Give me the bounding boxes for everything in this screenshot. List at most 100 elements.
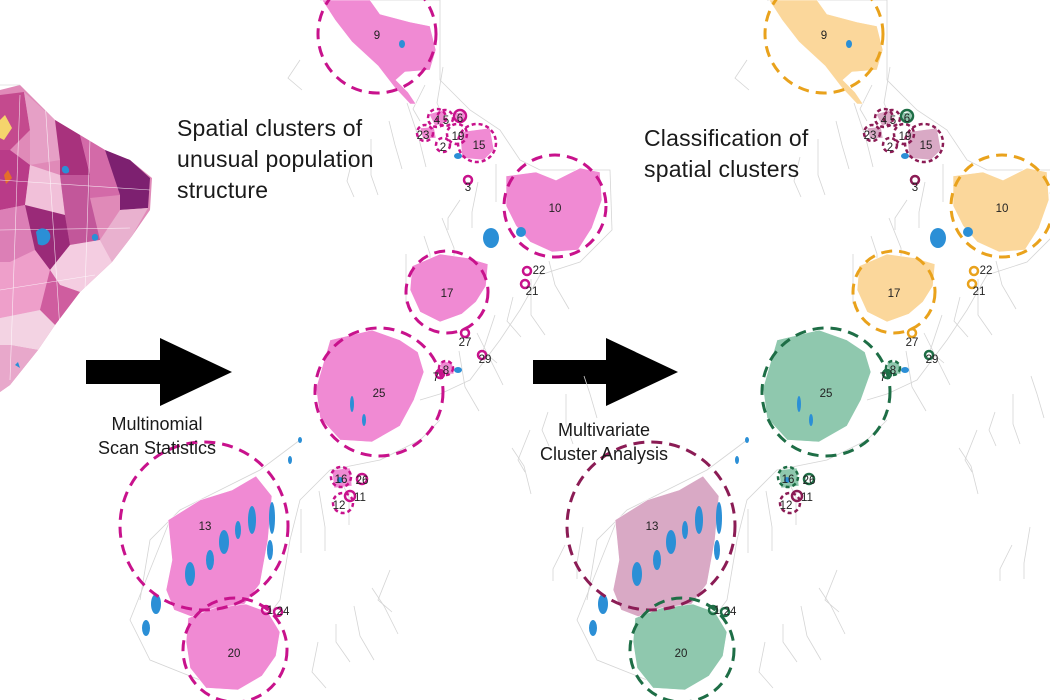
classification-map-title-line-1: Classification of	[644, 125, 809, 151]
cluster-label-16: 16	[782, 474, 795, 486]
method-label-cluster-line-1: Multivariate	[557, 420, 651, 440]
cluster-circle-15	[903, 122, 945, 164]
cluster-circle-16	[329, 465, 353, 489]
district-line	[412, 84, 426, 122]
lake	[632, 562, 642, 586]
cluster-label-7: 7	[433, 372, 439, 384]
cluster-label-10: 10	[549, 203, 562, 215]
district-line	[894, 199, 908, 230]
lake	[695, 506, 703, 534]
cluster-circle-24	[272, 606, 284, 618]
district-line	[565, 394, 574, 445]
cluster-circle-24	[719, 606, 731, 618]
cluster-circle-3	[462, 174, 474, 186]
cluster-label-12: 12	[333, 500, 346, 512]
lake	[901, 153, 909, 159]
cluster-region-17	[856, 253, 936, 323]
scan-map-title: Spatial clusters of unusual population s…	[177, 113, 374, 206]
cluster-label-13: 13	[199, 521, 212, 533]
district-line	[818, 587, 846, 635]
cluster-region-20	[632, 603, 728, 691]
lake	[235, 521, 241, 539]
island-outline	[129, 419, 441, 681]
island-outline	[576, 419, 888, 681]
lake	[248, 506, 256, 534]
cluster-label-19: 19	[452, 131, 465, 143]
cluster-circle-17	[404, 249, 490, 335]
lake	[206, 550, 214, 570]
cluster-circle-20	[628, 596, 736, 700]
cluster-circle-2	[434, 136, 452, 154]
cluster-region-10	[505, 167, 603, 253]
lake	[716, 502, 722, 534]
scan-map-title-line-3: structure	[177, 177, 269, 203]
cluster-circle-8	[437, 359, 455, 377]
cluster-label-2: 2	[887, 142, 893, 154]
district-line	[988, 411, 997, 447]
cluster-label-21: 21	[526, 286, 539, 298]
cluster-label-19: 19	[899, 131, 912, 143]
district-line	[311, 641, 327, 689]
cluster-circle-5	[882, 108, 902, 128]
cluster-circle-13	[118, 440, 290, 612]
lake	[735, 456, 739, 464]
cluster-circle-9	[763, 0, 885, 95]
cluster-label-1: 1	[714, 605, 720, 617]
cluster-circle-5	[435, 108, 455, 128]
district-line	[447, 199, 461, 230]
lake	[745, 437, 749, 443]
cluster-region-25	[315, 329, 425, 443]
district-line	[835, 120, 850, 170]
island-outline	[320, 0, 613, 401]
cluster-circle-17	[851, 249, 937, 335]
lake	[682, 521, 688, 539]
cluster-circle-1	[707, 604, 719, 616]
lake	[846, 40, 852, 48]
cluster-label-11: 11	[354, 492, 366, 504]
cluster-label-1: 1	[267, 605, 273, 617]
cluster-label-8: 8	[443, 365, 449, 377]
district-line	[377, 569, 393, 613]
cluster-region-10	[952, 167, 1050, 253]
lake	[399, 40, 405, 48]
district-line	[506, 296, 522, 338]
cluster-label-2: 2	[440, 142, 446, 154]
cluster-circle-21	[966, 278, 978, 290]
district-line	[734, 59, 750, 91]
cluster-circle-20	[181, 596, 289, 700]
district-line	[953, 296, 969, 338]
cluster-label-15: 15	[473, 140, 486, 152]
cluster-circle-2	[881, 136, 899, 154]
cluster-label-7: 7	[880, 372, 886, 384]
cluster-label-3: 3	[912, 182, 918, 194]
cluster-circle-27	[459, 327, 471, 339]
cluster-circle-29	[476, 349, 488, 361]
cluster-label-5: 5	[443, 115, 449, 127]
cluster-circle-25	[760, 326, 892, 458]
district-line	[406, 102, 427, 168]
district-line	[287, 59, 303, 91]
cluster-label-12: 12	[780, 500, 793, 512]
lake	[151, 594, 161, 614]
cluster-circle-10	[949, 153, 1050, 259]
lake	[589, 620, 597, 636]
method-label-cluster-line-2: Cluster Analysis	[539, 444, 669, 464]
lake	[267, 540, 273, 560]
cluster-region-25	[762, 329, 872, 443]
cluster-circle-6	[899, 108, 915, 124]
cluster-label-16: 16	[335, 474, 348, 486]
district-line	[583, 375, 598, 419]
district-line	[824, 569, 840, 613]
cluster-label-25: 25	[820, 388, 833, 400]
cluster-label-20: 20	[675, 648, 688, 660]
cluster-region-15	[906, 127, 942, 161]
cluster-circle-21	[519, 278, 531, 290]
lake	[516, 227, 526, 237]
cluster-circle-16	[776, 465, 800, 489]
cluster-circle-25	[313, 326, 445, 458]
district-line	[552, 544, 566, 581]
classification-map-title-line-2: spatial clusters	[644, 156, 800, 182]
cluster-circle-23	[415, 123, 435, 143]
